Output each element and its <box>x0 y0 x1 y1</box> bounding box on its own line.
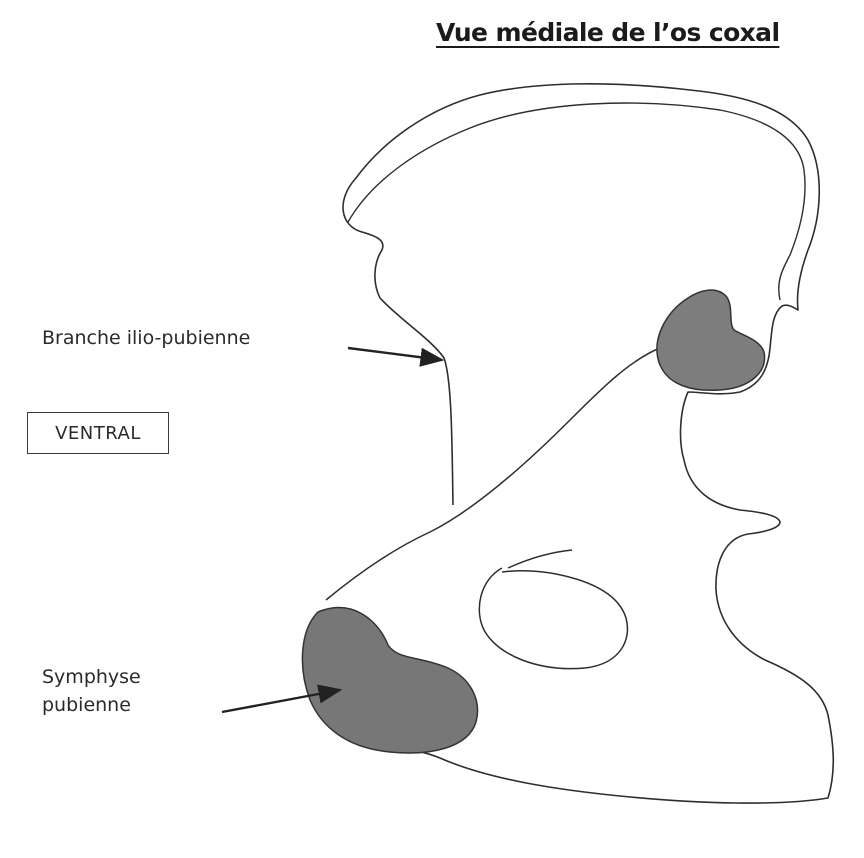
arcuate-line <box>325 347 661 601</box>
obturator-groove-line <box>507 549 573 569</box>
arrow-symphyse-pubienne <box>221 684 343 714</box>
symphyse-pubienne-region <box>301 606 479 754</box>
ventral-label: VENTRAL <box>55 422 141 444</box>
bone-outline <box>342 83 835 804</box>
label-symphyse-pubienne: Symphyse pubienne <box>42 663 141 719</box>
obturator-foramen <box>478 567 629 670</box>
diagram-title: Vue médiale de l’os coxal <box>436 18 780 47</box>
arrow-branche-ilio-pubienne <box>347 346 445 367</box>
label-branche-ilio-pubienne: Branche ilio-pubienne <box>42 327 251 349</box>
auricular-surface-region <box>656 289 766 392</box>
ventral-orientation-box: VENTRAL <box>27 412 169 454</box>
label-symphyse-line1: Symphyse <box>42 666 141 688</box>
label-symphyse-line2: pubienne <box>42 694 131 716</box>
iliac-crest-inner-line <box>347 102 806 301</box>
